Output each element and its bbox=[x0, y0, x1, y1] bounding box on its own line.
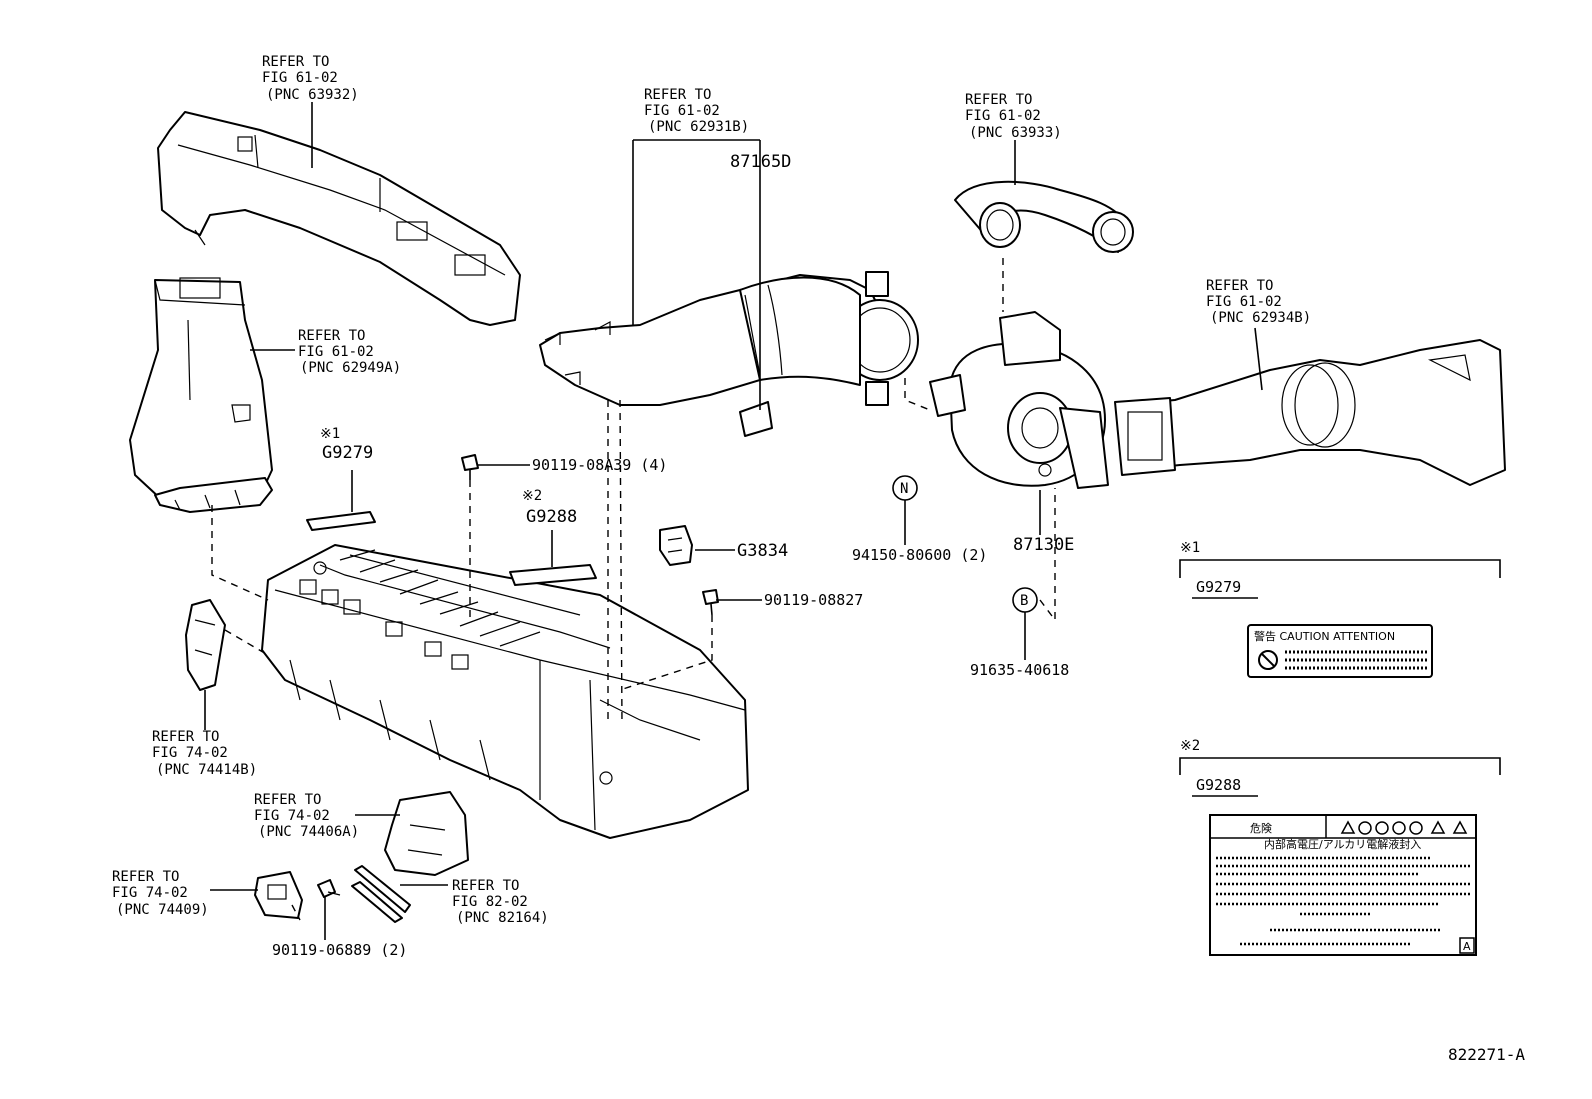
svg-text:FIG 74-02: FIG 74-02 bbox=[152, 745, 228, 761]
svg-text:FIG 61-02: FIG 61-02 bbox=[644, 103, 720, 119]
hazard-icons bbox=[1340, 820, 1468, 835]
svg-text:(PNC 62931B): (PNC 62931B) bbox=[648, 119, 749, 135]
center-cooling-duct bbox=[539, 271, 919, 437]
callout-bracket-bottom: REFER TO FIG 74-02 (PNC 74409) bbox=[112, 869, 209, 918]
svg-text:REFER TO: REFER TO bbox=[254, 792, 321, 808]
callout-duct-right: REFER TO FIG 61-02 (PNC 62934B) bbox=[1206, 278, 1311, 326]
mark-n: N bbox=[900, 481, 908, 497]
cell-modules bbox=[339, 549, 541, 647]
svg-text:(PNC 74414B): (PNC 74414B) bbox=[156, 762, 257, 778]
svg-text:(PNC 62949A): (PNC 62949A) bbox=[300, 360, 401, 376]
note1-mark: ※1 bbox=[320, 426, 340, 442]
callout-duct-left: REFER TO FIG 61-02 (PNC 62949A) bbox=[298, 328, 401, 376]
legend-note-2: ※2 G9288 危険 内部高電圧/アルカリ電解液封入 bbox=[1179, 738, 1501, 956]
right-intake-duct bbox=[1114, 339, 1506, 486]
bolt-06889 bbox=[317, 879, 341, 898]
sticker-danger-fineprint bbox=[1216, 856, 1470, 946]
blower-hose bbox=[954, 180, 1134, 253]
part-G3834: G3834 bbox=[737, 541, 788, 561]
drawing-id: 822271-A bbox=[1448, 1045, 1525, 1064]
cover-bracket bbox=[254, 871, 303, 919]
part-94150-80600: 94150-80600 (2) bbox=[852, 546, 987, 564]
svg-text:REFER TO: REFER TO bbox=[452, 878, 519, 894]
svg-text:REFER TO: REFER TO bbox=[152, 729, 219, 745]
assembly-lines bbox=[211, 258, 1056, 921]
note2-mark: ※2 bbox=[522, 488, 542, 504]
left-cover bbox=[185, 599, 226, 691]
front-cover bbox=[384, 791, 469, 876]
part-90119-06889: 90119-06889 (2) bbox=[272, 941, 407, 959]
svg-text:(PNC 63933): (PNC 63933) bbox=[969, 125, 1062, 141]
part-87165D: 87165D bbox=[730, 152, 791, 172]
bolt-08827 bbox=[702, 589, 719, 616]
part-90119-08A39: 90119-08A39 (4) bbox=[532, 456, 667, 474]
legend2-code: G9288 bbox=[1196, 776, 1241, 794]
svg-text:REFER TO: REFER TO bbox=[112, 869, 179, 885]
sticker-danger-subtitle: 内部高電圧/アルカリ電解液封入 bbox=[1264, 837, 1421, 851]
legend2-mark: ※2 bbox=[1180, 738, 1200, 754]
note1-code: G9279 bbox=[322, 443, 373, 463]
bolt-08A39 bbox=[461, 454, 479, 480]
svg-text:(PNC 74409): (PNC 74409) bbox=[116, 902, 209, 918]
callout-cover-left: REFER TO FIG 74-02 (PNC 74414B) bbox=[152, 729, 257, 778]
sticker-caution-text: 警告 CAUTION ATTENTION bbox=[1254, 629, 1395, 643]
sticker-danger-corner: A bbox=[1463, 940, 1471, 953]
mark-n-circle bbox=[892, 475, 918, 501]
svg-text:FIG 74-02: FIG 74-02 bbox=[254, 808, 330, 824]
legend-note-1: ※1 G9279 警告 CAUTION ATTENTION bbox=[1179, 540, 1501, 678]
svg-text:FIG 61-02: FIG 61-02 bbox=[965, 108, 1041, 124]
callout-cover-bottom: REFER TO FIG 74-02 (PNC 74406A) bbox=[254, 792, 359, 840]
mark-b-circle bbox=[1012, 587, 1038, 613]
svg-text:FIG 61-02: FIG 61-02 bbox=[1206, 294, 1282, 310]
mark-b: B bbox=[1020, 593, 1028, 609]
sticker-caution bbox=[1247, 624, 1433, 678]
left-intake-duct bbox=[129, 277, 273, 513]
svg-text:REFER TO: REFER TO bbox=[1206, 278, 1273, 294]
battery-blower bbox=[929, 311, 1109, 489]
svg-text:(PNC 82164): (PNC 82164) bbox=[456, 910, 549, 926]
part-91635-40618: 91635-40618 bbox=[970, 661, 1069, 679]
no-entry-icon bbox=[1258, 650, 1278, 670]
callout-duct-center: REFER TO FIG 61-02 (PNC 62931B) bbox=[644, 87, 749, 135]
part-87130E: 87130E bbox=[1013, 535, 1074, 555]
svg-text:REFER TO: REFER TO bbox=[965, 92, 1032, 108]
sticker-G9288-placement bbox=[509, 564, 597, 586]
sticker-G9279-placement bbox=[306, 511, 376, 531]
legend1-code: G9279 bbox=[1196, 578, 1241, 596]
cable-clamp bbox=[351, 865, 411, 923]
svg-text:FIG 61-02: FIG 61-02 bbox=[262, 70, 338, 86]
svg-text:REFER TO: REFER TO bbox=[298, 328, 365, 344]
connector-G3834 bbox=[659, 525, 693, 566]
legend1-mark: ※1 bbox=[1180, 540, 1200, 556]
svg-text:(PNC 74406A): (PNC 74406A) bbox=[258, 824, 359, 840]
svg-text:(PNC 63932): (PNC 63932) bbox=[266, 87, 359, 103]
svg-text:REFER TO: REFER TO bbox=[262, 54, 329, 70]
svg-text:REFER TO: REFER TO bbox=[644, 87, 711, 103]
note2-code: G9288 bbox=[526, 507, 577, 527]
leader-lines bbox=[204, 102, 1263, 940]
callout-duct-hose: REFER TO FIG 61-02 (PNC 63933) bbox=[965, 92, 1062, 141]
part-90119-08827: 90119-08827 bbox=[764, 591, 863, 609]
callout-duct-top: REFER TO FIG 61-02 (PNC 63932) bbox=[262, 54, 359, 103]
upper-intake-duct bbox=[157, 111, 521, 326]
callout-cable-bottom: REFER TO FIG 82-02 (PNC 82164) bbox=[452, 878, 549, 926]
sticker-danger-title: 危険 bbox=[1250, 822, 1272, 835]
svg-text:FIG 82-02: FIG 82-02 bbox=[452, 894, 528, 910]
svg-text:FIG 61-02: FIG 61-02 bbox=[298, 344, 374, 360]
svg-text:(PNC 62934B): (PNC 62934B) bbox=[1210, 310, 1311, 326]
svg-text:FIG 74-02: FIG 74-02 bbox=[112, 885, 188, 901]
hv-battery-assembly bbox=[261, 544, 749, 839]
